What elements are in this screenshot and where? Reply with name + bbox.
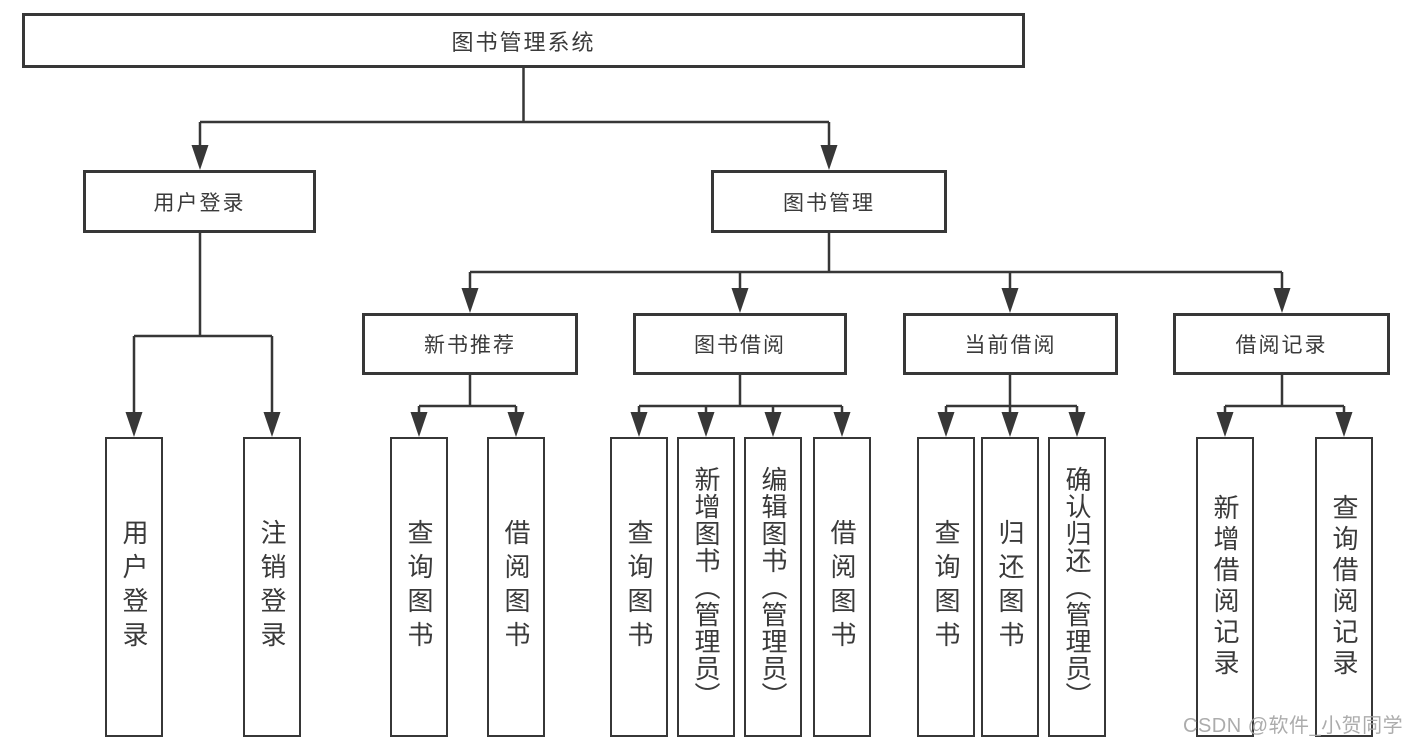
csdn-watermark: CSDN @软件_小贺同学 <box>1183 715 1404 737</box>
connector <box>468 233 1284 291</box>
arrowhead <box>833 412 851 437</box>
arrowhead <box>1216 412 1234 437</box>
connector <box>1223 375 1346 414</box>
arrowhead <box>731 288 749 313</box>
arrowhead <box>1335 412 1353 437</box>
node-book-borrowing: 图书借阅 <box>633 313 847 375</box>
arrowhead <box>125 412 143 437</box>
leaf-label: 确认归还（管理员） <box>1062 465 1092 709</box>
arrowhead <box>461 288 479 313</box>
arrowhead <box>764 412 782 437</box>
arrowhead <box>630 412 648 437</box>
arrowhead <box>697 412 715 437</box>
arrowhead <box>1273 288 1291 313</box>
arrowhead <box>1001 288 1019 313</box>
node-label: 当前借阅 <box>964 334 1057 357</box>
leaf-label: 编辑图书（管理员） <box>758 465 788 709</box>
leaf-label: 查询图书 <box>624 519 654 655</box>
arrowhead <box>410 412 428 437</box>
node-current-borrowing: 当前借阅 <box>903 313 1118 375</box>
arrowhead <box>191 145 209 170</box>
leaf-borrowing-query-books: 查询图书 <box>610 437 668 737</box>
arrowhead <box>507 412 525 437</box>
arrowhead <box>1068 412 1086 437</box>
leaf-label: 新增图书（管理员） <box>691 465 721 709</box>
leaf-confirm-return-admin: 确认归还（管理员） <box>1048 437 1106 737</box>
leaf-add-borrow-record: 新增借阅记录 <box>1196 437 1254 737</box>
leaf-user-login: 用户登录 <box>105 437 163 737</box>
node-new-book-recommend: 新书推荐 <box>362 313 578 375</box>
leaf-label: 查询图书 <box>931 519 961 655</box>
leaf-label: 借阅图书 <box>501 519 531 655</box>
leaf-query-borrow-record: 查询借阅记录 <box>1315 437 1373 737</box>
leaf-label: 查询借阅记录 <box>1329 494 1359 680</box>
connector <box>132 233 274 414</box>
arrowhead <box>820 145 838 170</box>
connector <box>198 68 831 148</box>
arrowhead <box>937 412 955 437</box>
leaf-borrowing-borrow-books: 借阅图书 <box>813 437 871 737</box>
leaf-current-query-books: 查询图书 <box>917 437 975 737</box>
leaf-label: 借阅图书 <box>827 519 857 655</box>
node-label: 借阅记录 <box>1235 334 1328 357</box>
node-label: 图书管理 <box>783 191 875 215</box>
node-library-management-system: 图书管理系统 <box>22 13 1025 68</box>
leaf-add-books-admin: 新增图书（管理员） <box>677 437 735 737</box>
node-user-login: 用户登录 <box>83 170 316 233</box>
leaf-label: 用户登录 <box>119 519 149 655</box>
leaf-recommend-query-books: 查询图书 <box>390 437 448 737</box>
leaf-label: 注销登录 <box>257 519 287 655</box>
connector <box>417 375 518 414</box>
node-book-management: 图书管理 <box>711 170 947 233</box>
leaf-label: 新增借阅记录 <box>1210 494 1240 680</box>
leaf-label: 归还图书 <box>995 519 1025 655</box>
leaf-edit-books-admin: 编辑图书（管理员） <box>744 437 802 737</box>
leaf-logout: 注销登录 <box>243 437 301 737</box>
leaf-recommend-borrow-books: 借阅图书 <box>487 437 545 737</box>
leaf-label: 查询图书 <box>404 519 434 655</box>
connector <box>637 375 844 414</box>
arrowhead <box>1001 412 1019 437</box>
leaf-return-books: 归还图书 <box>981 437 1039 737</box>
arrowhead <box>263 412 281 437</box>
connector <box>944 375 1079 414</box>
node-label: 图书管理系统 <box>451 29 596 55</box>
node-label: 新书推荐 <box>424 334 516 357</box>
node-label: 用户登录 <box>153 191 246 215</box>
node-label: 图书借阅 <box>694 334 786 357</box>
node-borrowing-records: 借阅记录 <box>1173 313 1390 375</box>
